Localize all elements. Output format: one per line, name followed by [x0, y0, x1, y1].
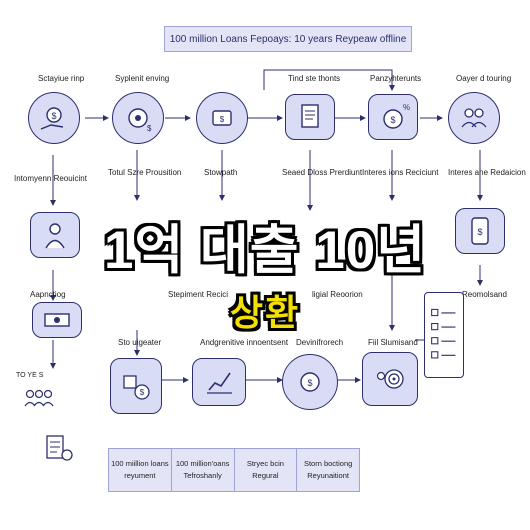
- label-s1: Sto uigeater: [118, 338, 162, 347]
- person-icon: [45, 223, 65, 249]
- svg-text:$: $: [140, 388, 145, 397]
- label-n4: Panzyhterunts: [370, 74, 422, 83]
- label-s2: Andgrenitive innoentsent: [200, 338, 289, 347]
- calculator-icon: [46, 435, 73, 461]
- svg-text:$: $: [220, 115, 225, 124]
- label-m4: Reomolsand: [462, 290, 507, 299]
- overlay-subline: 상환: [229, 292, 301, 333]
- label-n3: Tind ste thonts: [288, 74, 341, 83]
- diagram-title: 100 million Loans Fepoays: 10 years Reyp…: [164, 26, 412, 52]
- label-n5: Oayer d touring: [456, 74, 512, 83]
- node-calculator: [34, 428, 84, 468]
- label-l4: Seaed Dloss Prerdiunt: [282, 168, 363, 177]
- label-m3: ligial Reoorion: [312, 290, 363, 299]
- node-money-bag: $%: [368, 94, 418, 140]
- node-coins-dice: $: [110, 358, 162, 414]
- label-m1: Aapnctiog: [30, 290, 66, 299]
- svg-text:$: $: [390, 115, 395, 125]
- node-people: [448, 92, 500, 144]
- node-target: [362, 352, 418, 406]
- svg-text:$: $: [307, 378, 312, 388]
- node-phone: $: [455, 208, 505, 254]
- checklist-icon: [431, 308, 456, 359]
- node-gear-money: $: [282, 354, 338, 410]
- node-growth-chart: [192, 358, 246, 406]
- gear-money-icon: $: [300, 372, 320, 392]
- cash-icon: [44, 313, 70, 327]
- label-l1: Intomyenn Reouicint: [14, 174, 87, 183]
- label-s5: TO YE S: [16, 372, 44, 379]
- node-document: [285, 94, 335, 140]
- label-l6: Interes ane Redaicion: [448, 168, 526, 177]
- money-bag-icon: $%: [383, 103, 410, 129]
- people-icon: [461, 108, 487, 128]
- phone-icon: $: [471, 217, 489, 245]
- node-hand-coins: $: [28, 92, 80, 144]
- node-person: [30, 212, 80, 258]
- arrow-top-loop: [263, 69, 395, 91]
- node-cash: [32, 302, 82, 338]
- node-checklist: [424, 292, 464, 378]
- label-l3: Stowpath: [204, 168, 238, 177]
- label-s3: Devinifrorech: [296, 338, 344, 347]
- group-icon: [24, 389, 54, 407]
- node-group-people: [14, 380, 64, 414]
- svg-text:$: $: [147, 124, 152, 133]
- hand-coins-icon: $: [40, 107, 64, 130]
- svg-text:$: $: [51, 111, 56, 121]
- gear-icon: $: [128, 108, 152, 133]
- label-n2: Syplenit enving: [115, 74, 170, 83]
- svg-text:$: $: [477, 227, 482, 237]
- label-l5: Interes ions Reciciunt: [362, 168, 439, 177]
- target-icon: [376, 369, 404, 389]
- svg-text:%: %: [403, 103, 410, 112]
- label-n1: Sctayiue rinp: [38, 74, 85, 83]
- label-m2: Stepiment Recici: [168, 290, 229, 299]
- label-s4: Fiil Slumisand: [368, 338, 418, 347]
- label-l2: Totul Szre Prousition: [108, 168, 182, 177]
- node-tools: $: [196, 92, 248, 144]
- overlay-headline: 1억 대출 10년: [104, 221, 426, 280]
- tools-icon: $: [212, 110, 232, 126]
- node-gears-dollar: $: [112, 92, 164, 144]
- document-icon: [301, 104, 319, 128]
- growth-chart-icon: [207, 372, 232, 394]
- coins-icon: $: [123, 375, 150, 400]
